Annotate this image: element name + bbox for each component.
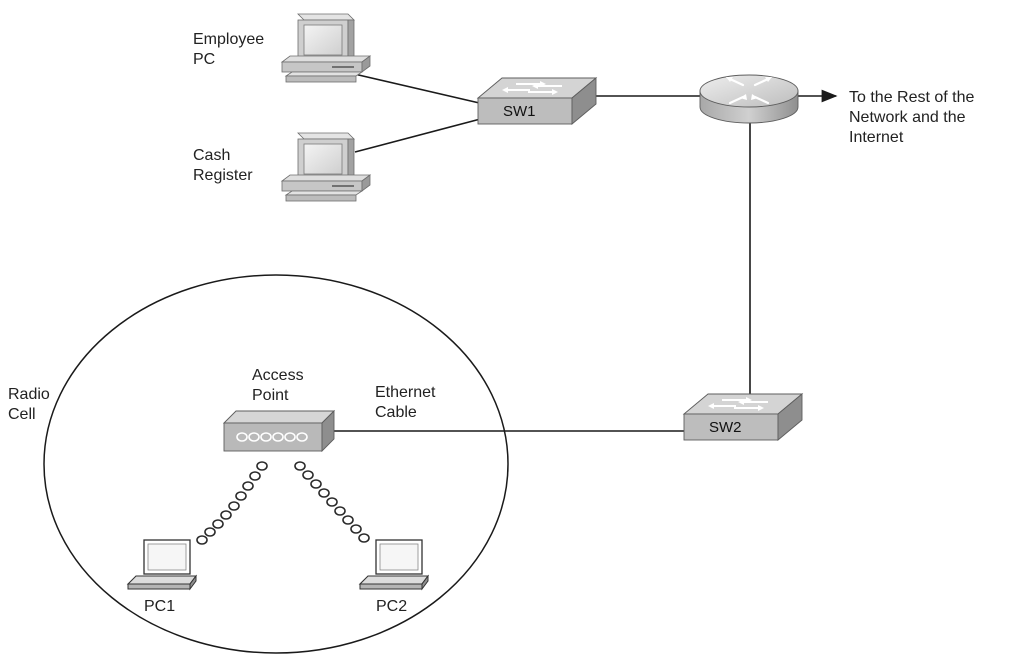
sw2-label: SW2 bbox=[709, 419, 742, 436]
radio-cell-label-line2: Cell bbox=[8, 406, 36, 423]
cash-register-label-line2: Register bbox=[193, 167, 253, 184]
pc1-label: PC1 bbox=[144, 598, 176, 615]
router-icon bbox=[699, 74, 799, 124]
link-cash-register-sw1 bbox=[354, 116, 489, 153]
ethernet-cable-label-line2: Cable bbox=[375, 404, 417, 421]
internet-destination-line2: Network and the bbox=[849, 109, 966, 126]
laptop-icon bbox=[358, 539, 430, 591]
connection-lines bbox=[328, 72, 838, 432]
access-point-label-line1: Access bbox=[252, 367, 304, 384]
internet-destination-label: To the Rest of the Network and the Inter… bbox=[849, 88, 974, 148]
employee-pc-label-line2: PC bbox=[193, 51, 216, 68]
employee-pc-label: Employee PC bbox=[193, 30, 264, 70]
switch-icon bbox=[682, 393, 804, 441]
link-employee-pc-sw1 bbox=[349, 72, 489, 106]
cash-register-label-line1: Cash bbox=[193, 147, 231, 164]
access-point-label: Access Point bbox=[252, 366, 304, 406]
wireless-link-icon bbox=[294, 461, 370, 543]
switch-icon bbox=[476, 77, 598, 125]
radio-cell-label-line1: Radio bbox=[8, 386, 50, 403]
access-point-icon bbox=[222, 409, 336, 453]
pc2-label: PC2 bbox=[376, 598, 408, 615]
employee-pc-label-line1: Employee bbox=[193, 31, 265, 48]
ethernet-cable-label: Ethernet Cable bbox=[375, 383, 435, 423]
access-point-label-line2: Point bbox=[252, 387, 289, 404]
desktop-pc-icon bbox=[280, 13, 372, 83]
sw1-label: SW1 bbox=[503, 103, 536, 120]
wireless-link-icon bbox=[196, 461, 268, 545]
internet-destination-line3: Internet bbox=[849, 129, 904, 146]
cash-register-label: Cash Register bbox=[193, 146, 253, 186]
laptop-icon bbox=[126, 539, 198, 591]
radio-cell-boundary bbox=[43, 274, 509, 654]
internet-destination-line1: To the Rest of the bbox=[849, 89, 975, 106]
desktop-pc-icon bbox=[280, 132, 372, 202]
radio-cell-label: Radio Cell bbox=[8, 385, 50, 425]
ethernet-cable-label-line1: Ethernet bbox=[375, 384, 436, 401]
